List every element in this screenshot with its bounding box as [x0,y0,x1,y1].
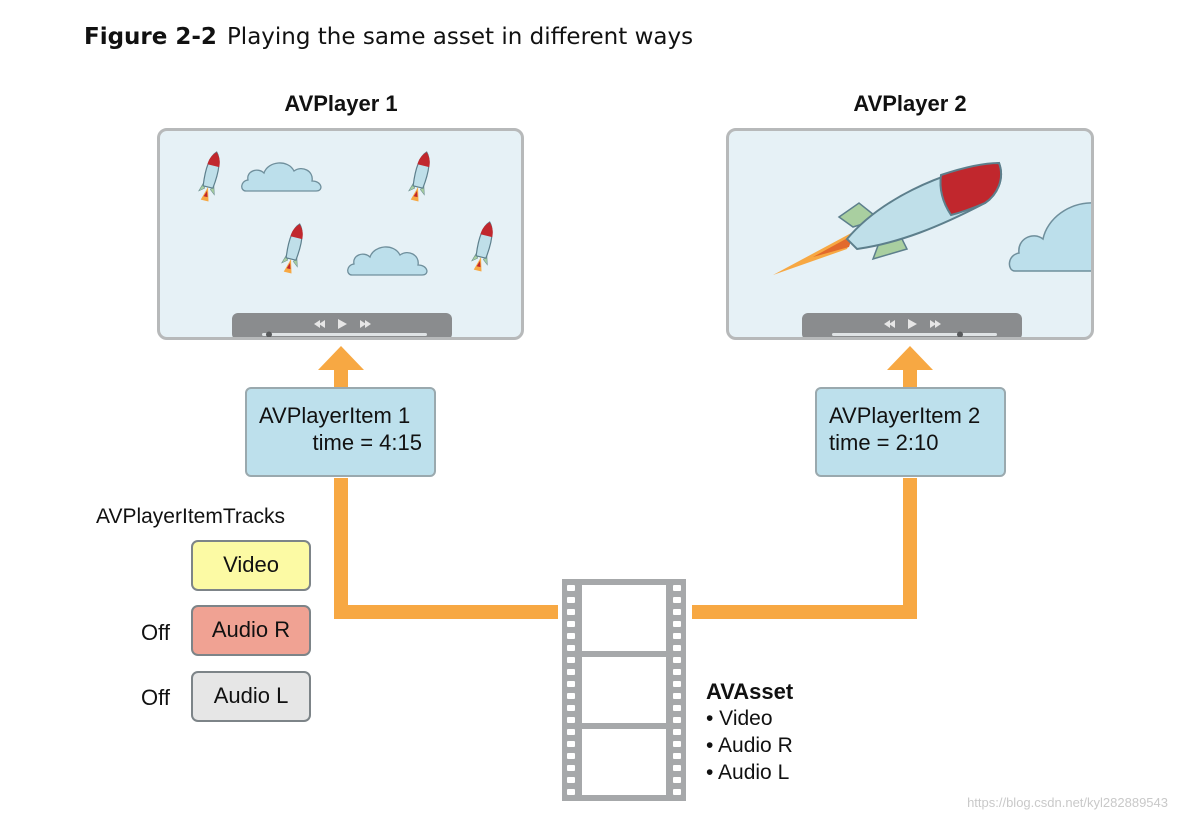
track-audio-l-status: Off [141,685,170,710]
asset-track-video: • Video [706,707,773,730]
arrow-asset-to-item2 [692,478,917,619]
asset-track-audio-r: • Audio R [706,734,793,757]
fast-forward-icon [360,320,371,328]
asset-info: AVAsset • Video • Audio R • Audio L [706,678,793,786]
player-item-1-name: AVPlayerItem 1 [259,403,411,428]
rocket-icon [773,161,1003,275]
arrow-item2-to-player2 [887,346,933,388]
rewind-icon [884,320,895,328]
cloud-icon [347,246,428,276]
playhead [266,331,272,337]
rocket-icon [279,221,309,276]
player-1-title: AVPlayer 1 [284,91,398,116]
watermark: https://blog.csdn.net/kyl282889543 [967,795,1168,810]
progress-track [832,333,997,336]
figure-number: Figure 2-2 [84,24,217,50]
arrow-item1-to-player1 [318,346,364,388]
player-1-controls[interactable] [232,313,452,337]
cloud-icon [241,162,322,192]
track-video: Video [191,540,311,591]
player-2-artwork [773,161,1091,275]
player-item-2-name: AVPlayerItem 2 [829,403,981,428]
arrow-asset-to-item1 [334,478,558,619]
player-1-screen [157,128,524,340]
fast-forward-icon [930,320,941,328]
track-audio-l: Audio L [191,671,311,722]
asset-title: AVAsset [706,679,794,704]
playhead [957,331,963,337]
rocket-icon [196,149,226,204]
rewind-icon [314,320,325,328]
track-audio-r: Audio R [191,605,311,656]
play-icon [908,319,917,329]
rocket-icon [469,219,499,274]
tracks-heading: AVPlayerItemTracks [96,505,286,528]
play-icon [338,319,347,329]
figure-caption-text: Playing the same asset in different ways [226,24,694,50]
progress-track [262,333,427,336]
figure-caption: Figure 2-2 Playing the same asset in diff… [84,24,693,50]
player-item-2-time: time = 2:10 [829,430,939,455]
asset-track-audio-l: • Audio L [706,761,790,784]
track-audio-r-status: Off [141,620,170,645]
player-item-1: AVPlayerItem 1 time = 4:15 [245,387,436,477]
player-2-controls[interactable] [802,313,1022,337]
player-1-artwork [196,149,499,276]
player-item-2: AVPlayerItem 2 time = 2:10 [815,387,1006,477]
player-2-title: AVPlayer 2 [853,91,967,116]
player-2-screen [726,128,1094,340]
cloud-icon [1008,202,1091,272]
rocket-icon [406,149,436,204]
player-item-1-time: time = 4:15 [312,430,422,455]
